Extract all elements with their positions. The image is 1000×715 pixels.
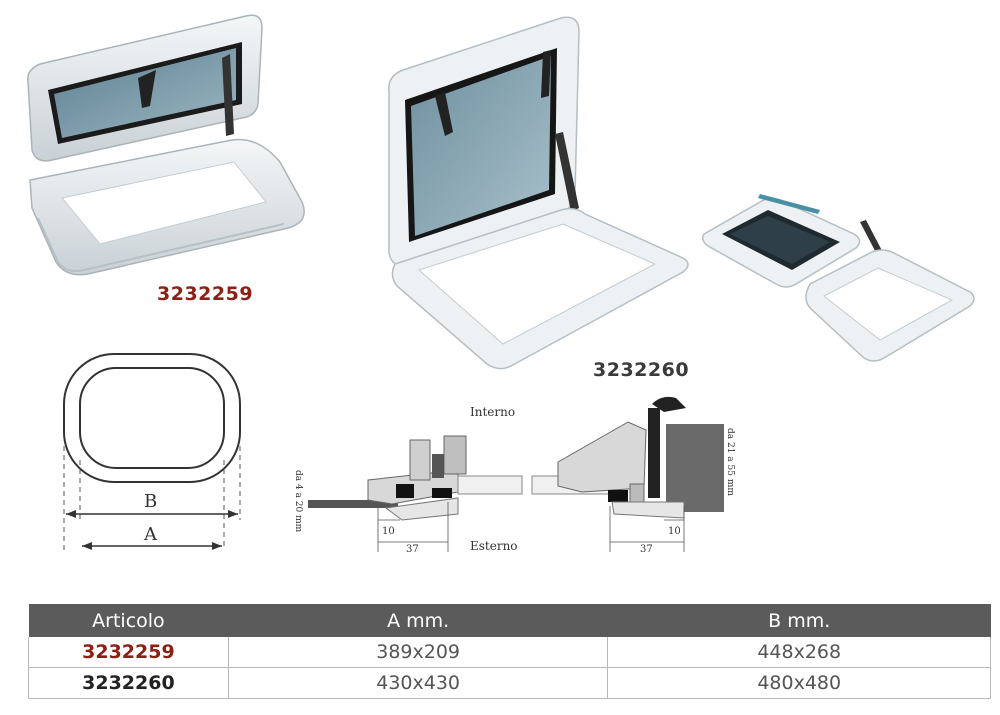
product-code-3232259: 3232259 bbox=[157, 283, 254, 305]
dim-10-left: 10 bbox=[382, 526, 395, 537]
dim-37-right: 37 bbox=[640, 544, 653, 555]
label-interno: Interno bbox=[470, 405, 515, 419]
cross-section-drawing: Interno Esterno 10 37 37 10 da 4 a 20 mm… bbox=[293, 396, 735, 555]
header-articolo: Articolo bbox=[28, 604, 229, 637]
cell-a: 430x430 bbox=[228, 667, 609, 699]
hatch-photo-3232259 bbox=[27, 14, 305, 276]
product-code-3232260: 3232260 bbox=[593, 359, 690, 381]
table-row: 3232260 430x430 480x480 bbox=[28, 667, 991, 699]
hatch-photo-3232260-large bbox=[388, 16, 689, 370]
label-a: A bbox=[143, 524, 158, 545]
cell-articolo: 3232259 bbox=[28, 637, 229, 668]
dim-37-left: 37 bbox=[406, 544, 419, 555]
table-row: 3232259 389x209 448x268 bbox=[28, 637, 991, 668]
table-header-row: Articolo A mm. B mm. bbox=[28, 604, 991, 637]
hatch-photo-3232260-small bbox=[701, 194, 975, 362]
cell-b: 448x268 bbox=[607, 637, 991, 668]
label-esterno: Esterno bbox=[470, 539, 518, 553]
label-b: B bbox=[144, 491, 157, 512]
range-right: da 21 a 55 mm bbox=[725, 428, 735, 496]
range-left: da 4 a 20 mm bbox=[293, 470, 303, 533]
outline-dimension-diagram: B A bbox=[63, 353, 241, 550]
cell-b: 480x480 bbox=[607, 667, 991, 699]
header-b: B mm. bbox=[607, 604, 991, 637]
cell-a: 389x209 bbox=[228, 637, 609, 668]
dim-10-right: 10 bbox=[668, 526, 681, 537]
header-a: A mm. bbox=[228, 604, 608, 637]
cell-articolo: 3232260 bbox=[28, 667, 229, 699]
spec-table: Articolo A mm. B mm. 3232259 389x209 448… bbox=[28, 604, 991, 699]
